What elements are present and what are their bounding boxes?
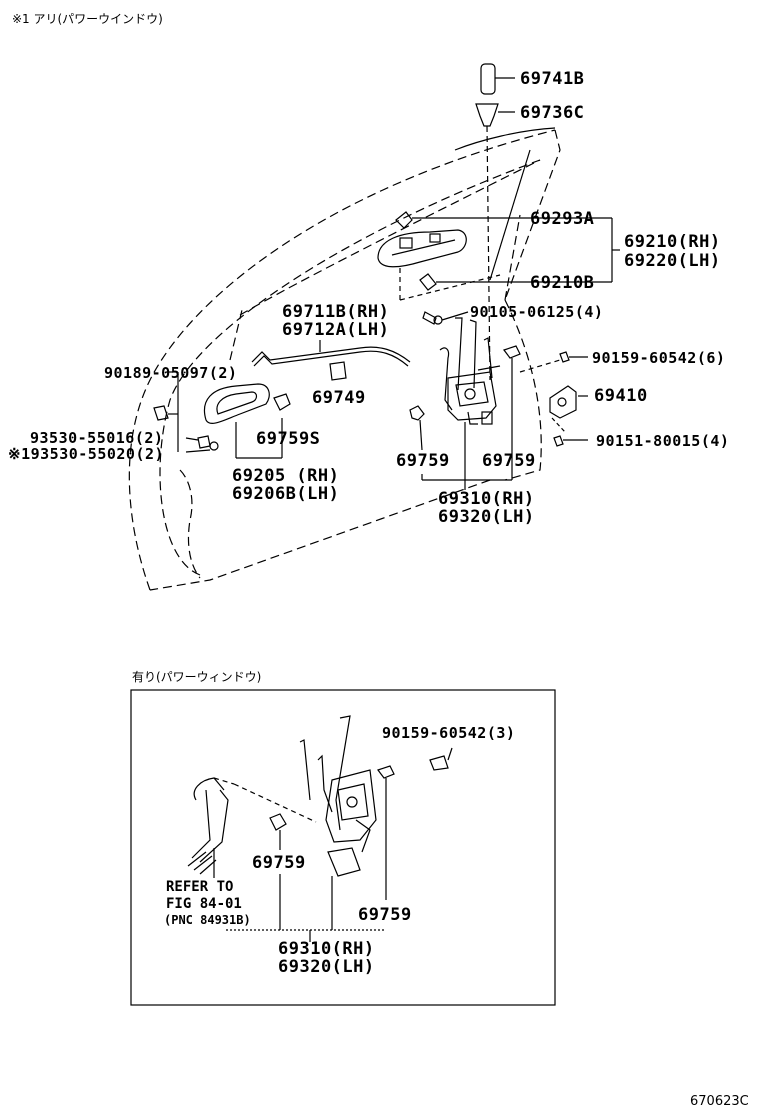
label-90105: 90105-06125(4) — [470, 303, 604, 321]
label-69712A: 69712A(LH) — [282, 320, 390, 340]
label-69711B: 69711B(RH) — [282, 302, 390, 322]
door-lock-assembly — [439, 317, 501, 425]
label-90159-6: 90159-60542(6) — [592, 349, 726, 367]
header-note: ※1 アリ(パワーウインドウ) — [12, 12, 163, 26]
label-69749: 69749 — [312, 388, 366, 408]
screw-90159 — [519, 351, 588, 373]
label-inset-69759-right: 69759 — [358, 905, 412, 925]
lock-rod — [251, 340, 411, 367]
label-90189: 90189-05097(2) — [104, 364, 238, 382]
label-69210B: 69210B — [530, 273, 595, 293]
label-69320: 69320(LH) — [438, 507, 535, 527]
label-inset-69759-left: 69759 — [252, 853, 306, 873]
inset-lock-assembly — [299, 715, 377, 877]
label-69736C: 69736C — [520, 103, 585, 123]
label-69220-lh: 69220(LH) — [624, 251, 721, 271]
label-69205: 69205 (RH) — [232, 466, 340, 486]
label-inset-90159: 90159-60542(3) — [382, 724, 516, 742]
refer-line-3: (PNC 84931B) — [164, 913, 251, 927]
label-69206B: 69206B(LH) — [232, 484, 340, 504]
label-69759-left: 69759 — [396, 451, 450, 471]
bracket-69310 — [421, 474, 512, 490]
outside-handle — [377, 229, 467, 268]
refer-line-2: FIG 84-01 — [166, 896, 242, 912]
label-69759S: 69759S — [256, 429, 321, 449]
clip-69759-left — [409, 405, 425, 451]
glass-run — [454, 127, 556, 281]
clip-69736C — [475, 103, 515, 127]
diagram-code: 670623C — [690, 1094, 749, 1109]
inset-bracket-69310 — [226, 874, 386, 942]
striker-69410 — [549, 385, 588, 419]
inside-handle — [203, 383, 283, 459]
clip-69749 — [329, 361, 347, 381]
clip-69741B — [480, 63, 515, 95]
label-69210-rh: 69210(RH) — [624, 232, 721, 252]
door-outline — [128, 129, 561, 591]
inset-wire-harness — [187, 777, 317, 875]
part-69210B — [419, 273, 528, 291]
inset-clip-69759-right — [377, 765, 395, 900]
clip-90189 — [153, 371, 179, 452]
rod-dashed-vertical — [486, 125, 491, 381]
label-inset-69320: 69320(LH) — [278, 957, 375, 977]
label-69759-right: 69759 — [482, 451, 536, 471]
inset-clip-69759-left — [269, 813, 287, 850]
label-69293A: 69293A — [530, 209, 595, 229]
inset-screw-90159 — [429, 747, 453, 771]
label-69741B: 69741B — [520, 69, 585, 89]
screw-93530 — [185, 435, 219, 453]
label-93530-55020: ※193530-55020(2) — [8, 445, 165, 463]
inset-note: 有り(パワーウィンドウ) — [132, 670, 262, 684]
label-69310: 69310(RH) — [438, 489, 535, 509]
bolt-90105 — [422, 311, 469, 325]
label-inset-69310: 69310(RH) — [278, 939, 375, 959]
clip-69759-upper-right — [503, 345, 521, 480]
screw-90151 — [551, 417, 588, 447]
refer-line-1: REFER TO — [166, 879, 234, 895]
label-69410: 69410 — [594, 386, 648, 406]
inset-frame — [130, 689, 556, 1006]
label-93530-55016: 93530-55016(2) — [30, 429, 164, 447]
clip-69293A — [395, 211, 528, 229]
label-90151: 90151-80015(4) — [596, 432, 730, 450]
clip-69759S — [273, 393, 291, 411]
bracket-69210 — [528, 217, 620, 283]
